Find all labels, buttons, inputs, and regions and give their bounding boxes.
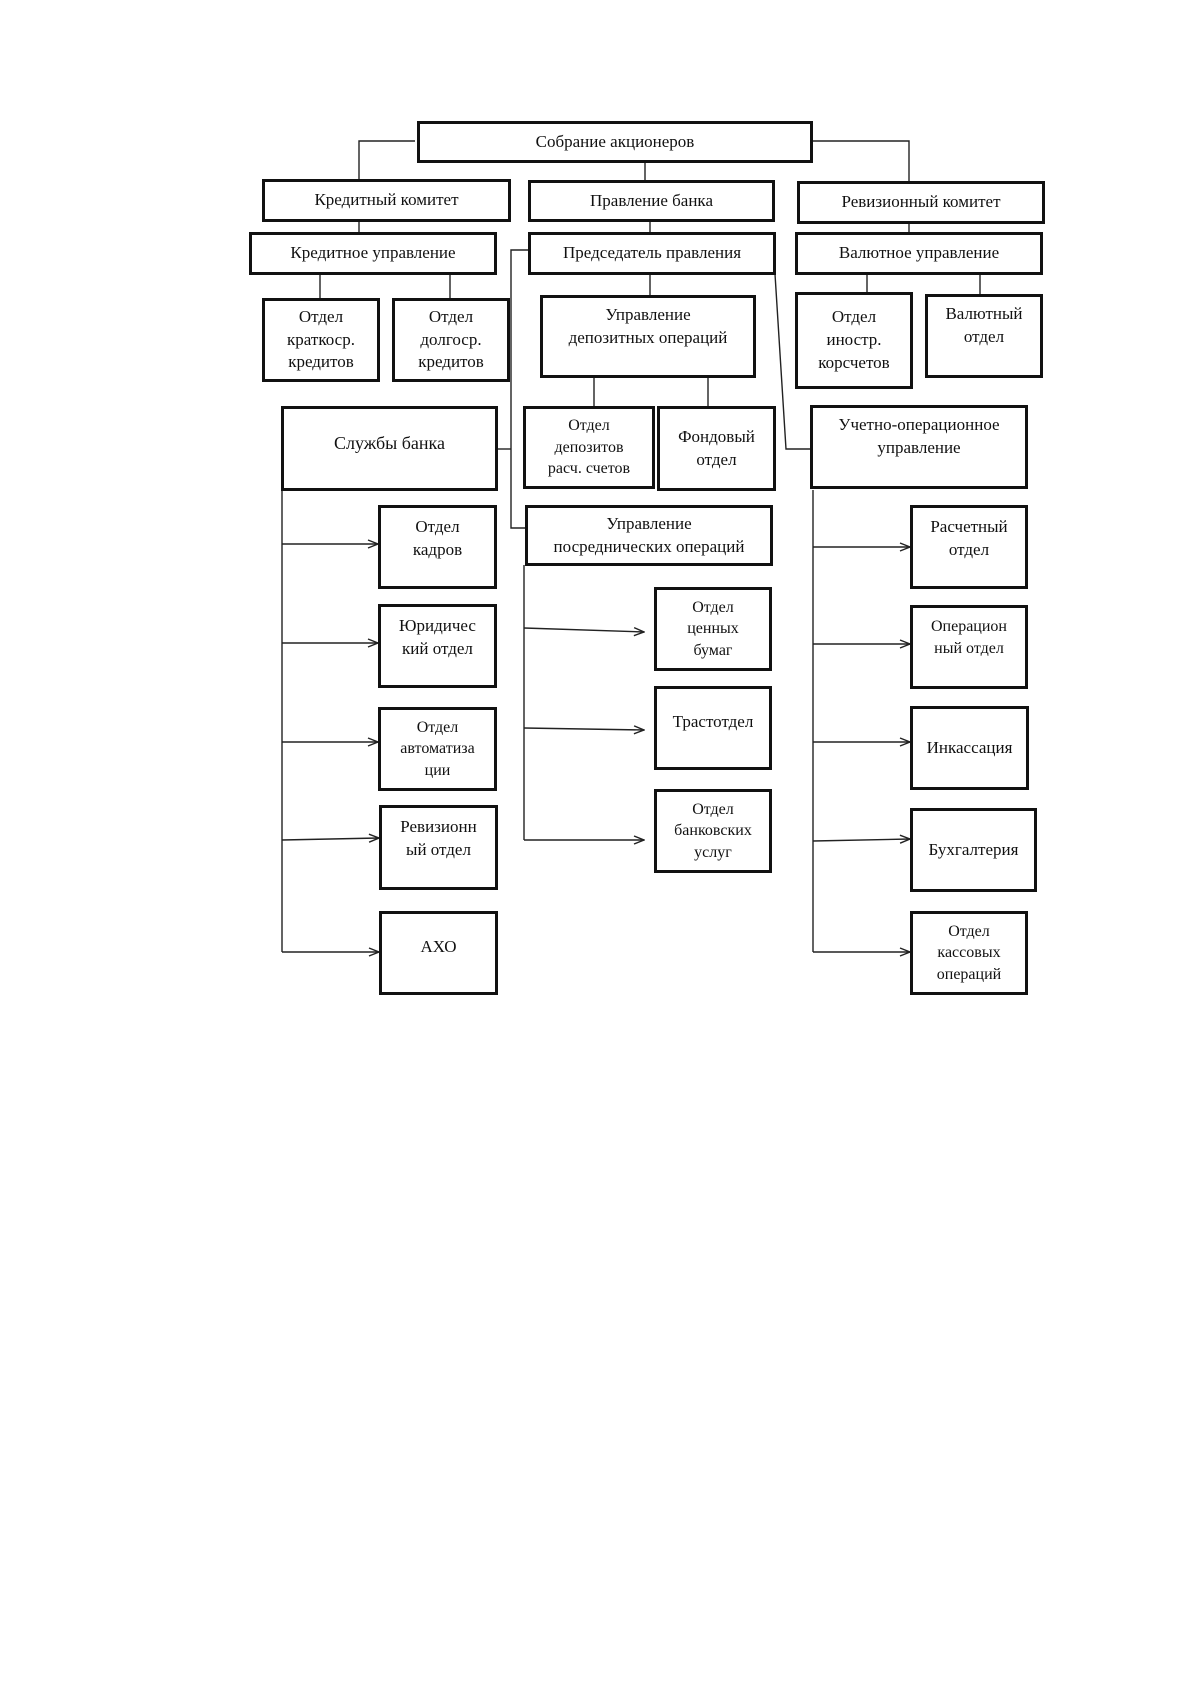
node-deposit-ops: Управление депозитных операций	[540, 295, 756, 378]
node-operations: Операцион ный отдел	[910, 605, 1028, 689]
node-chairman: Председатель правления	[528, 232, 776, 275]
node-securities: Отдел ценных бумаг	[654, 587, 772, 671]
node-foreign-corr: Отдел иностр. корсчетов	[795, 292, 913, 389]
node-cash-ops: Отдел кассовых операций	[910, 911, 1028, 995]
node-collection: Инкассация	[910, 706, 1029, 790]
connector-shareholders-credit-committee	[358, 140, 415, 180]
node-shareholders: Собрание акционеров	[417, 121, 813, 163]
arrow-audit-dept	[281, 838, 379, 840]
node-short-credit: Отдел краткоср. кредитов	[262, 298, 380, 382]
node-settlement: Расчетный отдел	[910, 505, 1028, 589]
node-personnel: Отдел кадров	[378, 505, 497, 589]
node-legal: Юридичес кий отдел	[378, 604, 497, 688]
node-accounting-ops: Учетно-операционное управление	[810, 405, 1028, 489]
arrow-trust	[523, 728, 644, 730]
node-bookkeeping: Бухгалтерия	[910, 808, 1037, 892]
node-aho: АХО	[379, 911, 498, 995]
node-currency-unit: Валютный отдел	[925, 294, 1043, 378]
node-credit-committee: Кредитный комитет	[262, 179, 511, 222]
node-currency-dept: Валютное управление	[795, 232, 1043, 275]
connector-chairman-right-spine	[774, 273, 811, 450]
node-audit-dept: Ревизионн ый отдел	[379, 805, 498, 890]
node-deposits-accounts: Отдел депозитов расч. счетов	[523, 406, 655, 489]
node-stock-dept: Фондовый отдел	[657, 406, 776, 491]
arrow-bookkeeping	[812, 839, 910, 841]
node-intermediary-ops: Управление посреднических операций	[525, 505, 773, 566]
node-credit-dept: Кредитное управление	[249, 232, 497, 275]
node-automation: Отдел автоматиза ции	[378, 707, 497, 791]
connector-shareholders-audit-committee	[810, 140, 910, 181]
node-bank-services: Службы банка	[281, 406, 498, 491]
connector-chairman-left-spine	[510, 249, 530, 529]
node-long-credit: Отдел долгоср. кредитов	[392, 298, 510, 382]
node-trust: Трастотдел	[654, 686, 772, 770]
node-banking-services: Отдел банковских услуг	[654, 789, 772, 873]
node-board: Правление банка	[528, 180, 775, 222]
arrow-securities	[523, 628, 644, 632]
node-audit-committee: Ревизионный комитет	[797, 181, 1045, 224]
